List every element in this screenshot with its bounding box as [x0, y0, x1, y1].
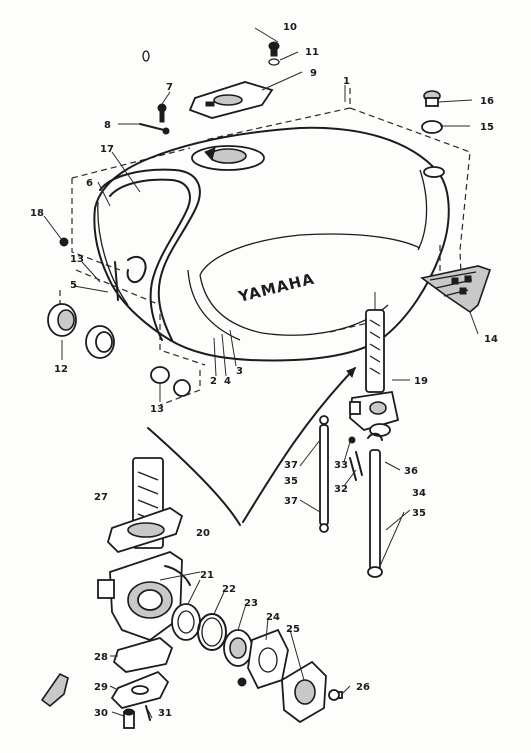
callout-23: 23 [244, 598, 258, 609]
callout-20: 20 [196, 528, 210, 539]
callout-4: 4 [224, 376, 231, 387]
cap-bolt [268, 41, 280, 66]
callout-14: 14 [484, 334, 498, 345]
callout-6: 6 [86, 178, 93, 189]
callout-22: 22 [222, 584, 236, 595]
callout-15: 15 [480, 122, 494, 133]
tank-brand-text: YAMAHA [236, 270, 317, 307]
callout-17: 17 [100, 144, 114, 155]
leader-lines [43, 27, 479, 719]
callout-28: 28 [94, 652, 108, 663]
callout-numbers: 10 11 9 1 7 8 16 15 17 6 18 13 5 14 12 2… [30, 22, 498, 719]
callout-9: 9 [310, 68, 317, 79]
callout-35a: 35 [284, 476, 298, 487]
callout-1: 1 [343, 76, 350, 87]
callout-18: 18 [30, 208, 44, 219]
callout-32: 32 [334, 484, 348, 495]
callout-2: 2 [210, 376, 217, 387]
callout-24: 24 [266, 612, 280, 623]
petcock-small [349, 309, 400, 437]
callout-37a: 37 [284, 460, 298, 471]
callout-19: 19 [414, 376, 428, 387]
rubber-dampers [47, 303, 115, 359]
callout-33: 33 [334, 460, 348, 471]
filler-neck [191, 145, 265, 171]
pin-and-bolt [139, 50, 170, 135]
callout-25: 25 [286, 624, 300, 635]
feed-lines [147, 292, 376, 526]
callout-35b: 35 [412, 508, 426, 519]
callout-5: 5 [70, 280, 77, 291]
callout-11: 11 [305, 47, 319, 58]
callout-36: 36 [404, 466, 418, 477]
callout-8: 8 [104, 120, 111, 131]
callout-27: 27 [94, 492, 108, 503]
callout-7: 7 [166, 82, 173, 93]
knee-trim [97, 168, 201, 341]
callout-26: 26 [356, 682, 370, 693]
rods-and-springs [319, 415, 383, 578]
callout-12: 12 [54, 364, 68, 375]
filler-cap-plate [188, 81, 274, 119]
callout-10: 10 [283, 22, 297, 33]
rear-mount [421, 90, 445, 178]
callout-3: 3 [236, 366, 243, 377]
assembly-outline [59, 88, 471, 406]
callout-13a: 13 [70, 254, 84, 265]
fuel-tank: YAMAHA [93, 126, 450, 362]
callout-21: 21 [200, 570, 214, 581]
side-emblem-plate [420, 265, 492, 314]
petcock-large [40, 457, 343, 729]
callout-29: 29 [94, 682, 108, 693]
callout-30: 30 [94, 708, 108, 719]
callout-34: 34 [412, 488, 426, 499]
callout-13b: 13 [150, 404, 164, 415]
callout-31: 31 [158, 708, 172, 719]
callout-37b: 37 [284, 496, 298, 507]
callout-16: 16 [480, 96, 494, 107]
